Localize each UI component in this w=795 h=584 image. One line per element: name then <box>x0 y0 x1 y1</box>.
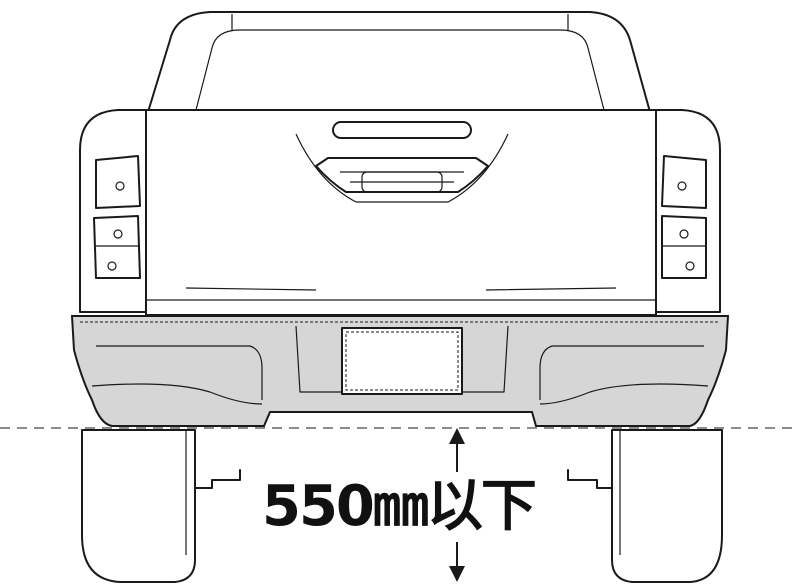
cab-roof <box>147 11 651 113</box>
tailgate-emblem-outline <box>295 133 509 203</box>
right-lamp-bulb-2 <box>679 229 689 239</box>
rear-window <box>195 29 605 111</box>
license-plate-dashed-border <box>345 331 459 391</box>
right-chassis-bracket <box>567 469 613 489</box>
left-lamp-bulb-2 <box>113 229 123 239</box>
left-lamp-bulb-1 <box>115 181 125 191</box>
left-tire <box>81 429 196 583</box>
tailgate <box>145 109 657 316</box>
left-tail-lamp-lower <box>93 215 141 279</box>
arrow-head-down-icon <box>449 566 465 582</box>
third-brake-light <box>332 121 472 139</box>
right-bed-side <box>655 109 721 313</box>
left-bed-side <box>79 109 149 313</box>
height-limit-label: 550㎜以下 <box>262 472 552 542</box>
right-tail-lamp-lower <box>661 215 707 279</box>
bumper-left-contour <box>96 345 263 400</box>
license-plate <box>341 327 463 395</box>
left-chassis-bracket <box>194 469 241 489</box>
bumper-right-lower-crease <box>539 383 709 405</box>
bumper-left-lower-crease <box>91 383 263 405</box>
tailgate-character-lines <box>185 287 617 291</box>
roof-pillars <box>231 14 569 30</box>
right-tire <box>611 429 723 583</box>
handle-trim-lines <box>340 171 464 183</box>
right-lamp-bulb-3 <box>685 261 695 271</box>
arrow-head-up-icon <box>449 428 465 444</box>
bumper-right-contour <box>539 345 704 400</box>
right-lamp-bulb-1 <box>677 181 687 191</box>
left-lamp-bulb-3 <box>107 261 117 271</box>
tailgate-handle-housing <box>315 157 489 193</box>
